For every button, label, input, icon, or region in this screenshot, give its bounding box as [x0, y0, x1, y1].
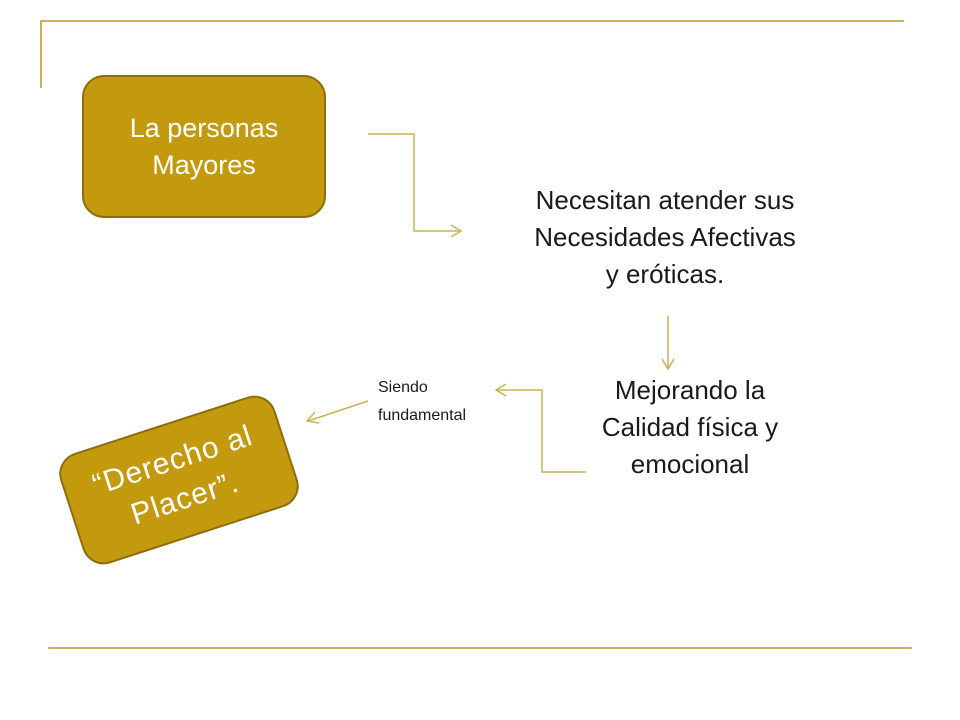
box-personas-line1: La personas [129, 112, 279, 143]
frame-left-line [40, 20, 42, 88]
label-siendo-fundamental: Siendo fundamental [378, 374, 466, 430]
arrowhead-persons-to-needs [450, 224, 463, 238]
siendo-line2: fundamental [378, 407, 467, 424]
arrowhead-needs-to-improve [661, 358, 675, 371]
siendo-line1: Siendo [378, 379, 428, 396]
mejorando-line1: Mejorando la [614, 375, 766, 405]
arrowhead-label-to-right-box [305, 411, 320, 424]
frame-bottom-line [48, 647, 912, 649]
text-mejorando: Mejorando la Calidad física y emocional [555, 372, 825, 483]
box-personas-line2: Mayores [152, 149, 256, 180]
text-necesitan: Necesitan atender sus Necesidades Afecti… [490, 182, 840, 293]
mejorando-line2: Calidad física y [601, 412, 779, 442]
necesitan-line3: y eróticas. [605, 259, 725, 289]
arrow-persons-to-needs [368, 133, 460, 232]
arrowhead-improve-to-label [494, 383, 507, 397]
arrow-label-to-right-box [307, 400, 369, 422]
mejorando-line3: emocional [630, 449, 750, 479]
box-personas-mayores: La personas Mayores [82, 75, 326, 218]
arrow-improve-to-label [497, 389, 586, 473]
frame-top-line [40, 20, 904, 22]
necesitan-line1: Necesitan atender sus [535, 185, 795, 215]
necesitan-line2: Necesidades Afectivas [534, 222, 796, 252]
